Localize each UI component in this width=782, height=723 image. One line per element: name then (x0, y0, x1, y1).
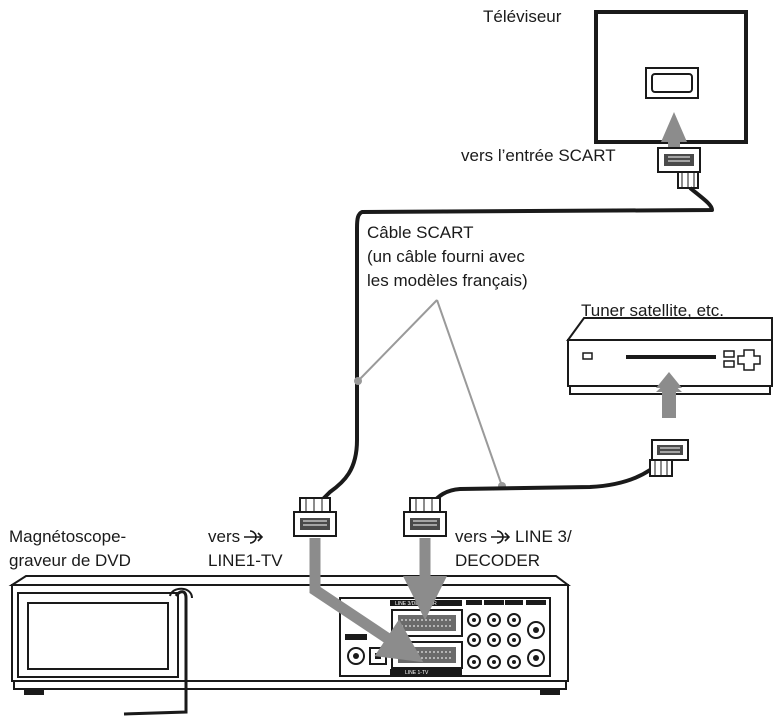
tv-connection-arrow (661, 112, 687, 152)
dvd-recorder: LINE 3/DECODER LINE 1-TV (8, 575, 571, 716)
input-arrow-icon (491, 530, 511, 544)
annotation-line-2 (436, 299, 503, 487)
scart-plug-tuner (649, 439, 689, 477)
annotation-line-1 (357, 299, 438, 382)
line3-name-label: LINE 3/ (515, 527, 572, 546)
cable-label-line3: les modèles français) (367, 271, 528, 290)
line1-name-label: LINE1-TV (208, 551, 283, 570)
recorder-label-line1: Magnétoscope- (9, 527, 127, 546)
scart-plug-line1 (293, 497, 337, 537)
line3-vers-label: vers (455, 527, 488, 546)
scart-plug-line3 (403, 497, 447, 537)
input-arrow-icon (244, 530, 264, 544)
panel-label-line1: LINE 1-TV (405, 670, 429, 676)
tuner-label: Tuner satellite, etc. (581, 301, 724, 320)
tv-label: Téléviseur (483, 7, 562, 26)
scart-input-label: vers l’entrée SCART (461, 146, 616, 165)
scart-cable-tv (320, 186, 714, 502)
scart-plug-tv (657, 147, 701, 189)
panel-label-line3: LINE 3/DECODER (395, 601, 437, 607)
scart-cable-tuner (430, 468, 652, 506)
line1-connection-arrow (309, 538, 424, 663)
cable-label-line1: Câble SCART (367, 223, 474, 242)
line3-decoder-label: DECODER (455, 551, 541, 570)
line1-vers-label: vers (208, 527, 241, 546)
cable-label-line2: (un câble fourni avec (367, 247, 525, 266)
recorder-label-line2: graveur de DVD (9, 551, 131, 570)
